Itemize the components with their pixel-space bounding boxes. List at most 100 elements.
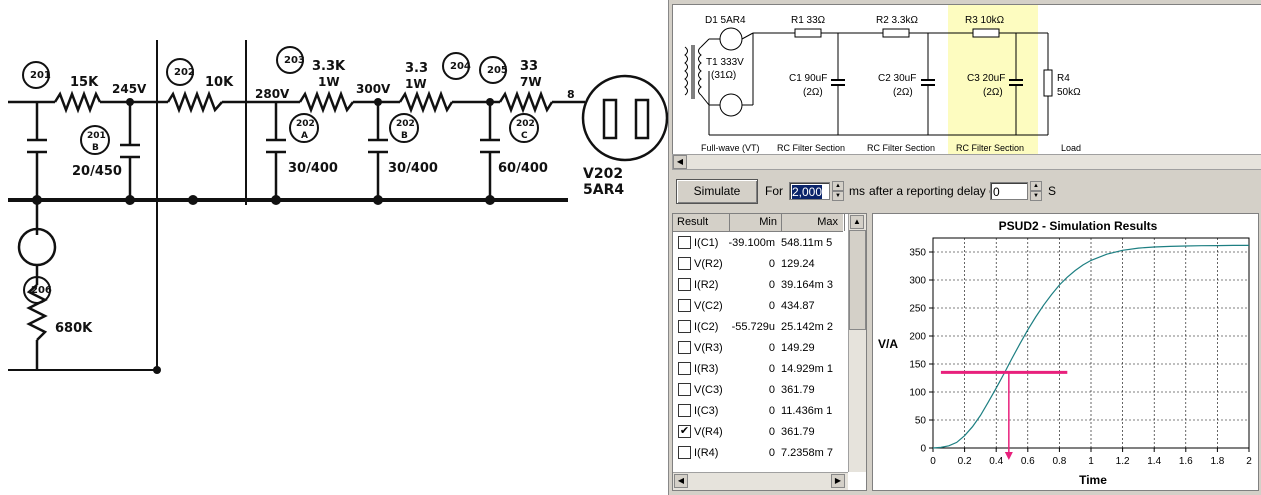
result-checkbox[interactable] [678, 257, 691, 270]
r202-value: 10K [205, 75, 234, 90]
x-tick-label: 2 [1246, 456, 1252, 467]
y-tick-label: 0 [920, 444, 926, 455]
result-checkbox[interactable] [678, 362, 691, 375]
result-min: 0 [768, 447, 775, 459]
result-row[interactable]: I(R4) 0 7.2358m 7 [673, 444, 845, 465]
result-checkbox[interactable]: ✔ [678, 425, 691, 438]
result-max: 7.2358m 7 [781, 447, 841, 459]
result-max-value: 434.87 [781, 300, 815, 312]
r206-ref: 206 [31, 285, 52, 296]
r203-ref: 203 [284, 55, 305, 66]
y-tick-label: 300 [909, 276, 926, 287]
result-min: 0 [768, 258, 775, 270]
result-min: 0 [768, 279, 775, 291]
d1-label: D1 5AR4 [705, 15, 746, 26]
voltage-280: 280V [255, 87, 290, 101]
result-name: V(C2) [694, 300, 723, 312]
result-checkbox[interactable] [678, 236, 691, 249]
y-tick-label: 100 [909, 388, 926, 399]
section-rc-filter-3[interactable]: RC Filter Section [956, 143, 1024, 153]
result-min: 0 [768, 426, 775, 438]
seconds-label: S [1048, 184, 1057, 198]
result-name: I(C2) [694, 321, 719, 333]
result-checkbox[interactable] [678, 299, 691, 312]
x-tick-label: 0.4 [989, 456, 1003, 467]
tube-type: 5AR4 [583, 182, 624, 198]
result-max: 361.79 [781, 426, 841, 438]
voltage-300: 300V [356, 82, 391, 96]
delay-input[interactable]: 0 [990, 182, 1028, 200]
y-tick-label: 50 [915, 416, 927, 427]
duration-input[interactable]: 2,000 [789, 182, 830, 200]
result-max-value: 548.11m [781, 237, 823, 249]
r4-label: R4 [1057, 73, 1070, 84]
section-fullwave[interactable]: Full-wave (VT) [701, 143, 760, 153]
result-max-value: 7.2358m [781, 447, 824, 459]
col-min[interactable]: Min [730, 214, 782, 231]
result-checkbox[interactable] [678, 446, 691, 459]
x-tick-label: 0.2 [958, 456, 972, 467]
c2-resistance: (2Ω) [893, 87, 913, 98]
section-rc-filter-1[interactable]: RC Filter Section [777, 143, 845, 153]
result-min: 0 [768, 384, 775, 396]
result-name: V(C3) [694, 384, 723, 396]
spin-down-icon[interactable]: ▼ [832, 191, 844, 201]
y-tick-label: 150 [909, 360, 926, 371]
scroll-left-icon[interactable]: ◀ [674, 474, 688, 488]
c1-resistance: (2Ω) [803, 87, 823, 98]
duration-spinner[interactable]: ▲▼ [832, 181, 844, 201]
c202c-sub: C [521, 131, 528, 141]
pin-label: 8 [567, 88, 575, 101]
result-name: I(C3) [694, 405, 719, 417]
result-max-value: 39.164m [781, 279, 824, 291]
result-max: 548.11m 5 [781, 237, 841, 249]
arrow-down-icon [1004, 452, 1013, 460]
scroll-up-icon[interactable]: ▲ [850, 215, 864, 229]
scroll-left-icon[interactable]: ◀ [673, 155, 687, 169]
result-checkbox[interactable] [678, 404, 691, 417]
r203-watt: 1W [318, 75, 340, 89]
scroll-right-icon[interactable]: ▶ [831, 474, 845, 488]
result-name: V(R2) [694, 258, 723, 270]
spin-up-icon[interactable]: ▲ [832, 181, 844, 191]
scroll-thumb[interactable] [849, 230, 866, 330]
c202c-value: 60/400 [498, 161, 548, 176]
delay-spinner[interactable]: ▲▼ [1030, 181, 1042, 201]
spin-down-icon[interactable]: ▼ [1030, 191, 1042, 201]
circuit-horizontal-scrollbar[interactable]: ◀ [672, 154, 1261, 170]
voltage-245: 245V [112, 82, 147, 96]
result-checkbox[interactable] [678, 278, 691, 291]
result-name: I(R4) [694, 447, 719, 459]
y-tick-label: 200 [909, 332, 926, 343]
result-checkbox[interactable] [678, 383, 691, 396]
spin-up-icon[interactable]: ▲ [1030, 181, 1042, 191]
result-name: I(R3) [694, 363, 719, 375]
x-tick-label: 0 [930, 456, 936, 467]
results-vertical-scrollbar[interactable]: ▲ [848, 214, 866, 472]
c202a-ref: 202 [296, 119, 315, 129]
section-rc-filter-2[interactable]: RC Filter Section [867, 143, 935, 153]
result-min: -39.100m [728, 237, 775, 249]
simulate-button[interactable]: Simulate [676, 179, 758, 204]
results-horizontal-scrollbar[interactable]: ◀ ▶ [673, 472, 848, 490]
result-checkbox[interactable] [678, 341, 691, 354]
r205-value: 33 [520, 59, 538, 74]
col-result[interactable]: Result [673, 214, 730, 231]
col-max[interactable]: Max [782, 214, 845, 231]
c3-resistance: (2Ω) [983, 87, 1003, 98]
section-load[interactable]: Load [1061, 143, 1081, 153]
circuit-diagram: D1 5AR4 T1 333V (31Ω) R1 33Ω R2 3.3kΩ R3… [672, 4, 1261, 156]
c201-sub: B [92, 143, 99, 153]
result-checkbox[interactable] [678, 320, 691, 333]
